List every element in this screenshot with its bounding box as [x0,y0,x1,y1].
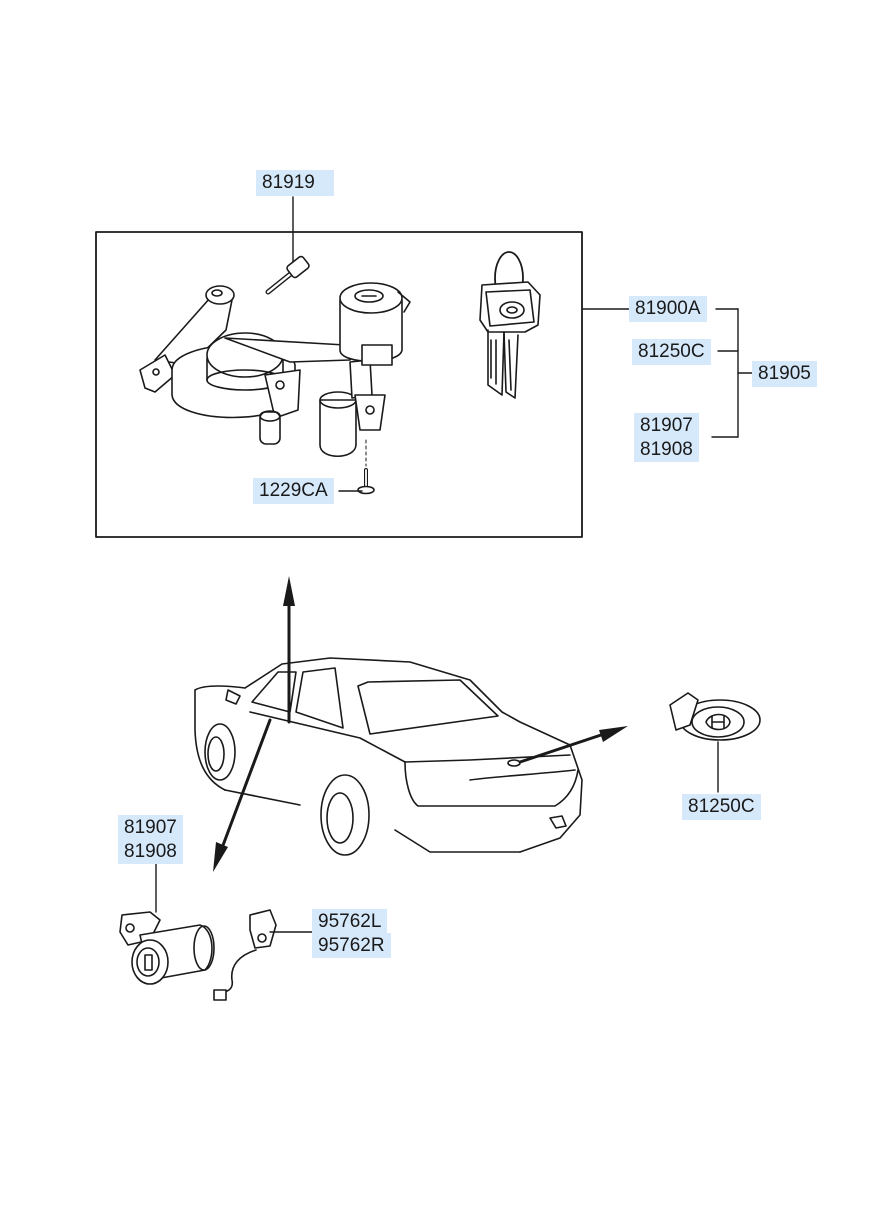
steering-lock-housing [139,285,351,445]
lock-cylinder-body [319,282,411,457]
label-81908-door: 81908 [118,839,183,864]
trunk-lock-cylinder [669,692,761,793]
door-switch [213,909,313,1001]
arrow-to-door-lock [220,718,272,850]
label-95762L: 95762L [312,909,388,934]
door-lock-cylinder [119,861,215,985]
arrow-to-trunk-lock [518,732,606,764]
screw-1229CA-part [357,439,375,495]
label-95762R: 95762R [312,933,391,958]
label-81908-kit: 81908 [634,437,699,462]
label-81250C-trunk: 81250C [682,794,761,820]
pointer-arrows [213,576,628,872]
car-outline [194,657,583,856]
label-81250C-kit: 81250C [632,339,711,365]
label-81907-kit: 81907 [634,413,699,438]
key-set [479,251,541,399]
label-1229CA: 1229CA [253,478,334,504]
label-81919: 81919 [256,170,334,196]
label-81905: 81905 [752,361,817,387]
exploded-view-frame [95,231,583,538]
label-81907-door: 81907 [118,815,183,840]
screw-81919-part [265,255,310,295]
leader-lines-top [292,196,753,492]
label-81900A: 81900A [629,296,707,322]
